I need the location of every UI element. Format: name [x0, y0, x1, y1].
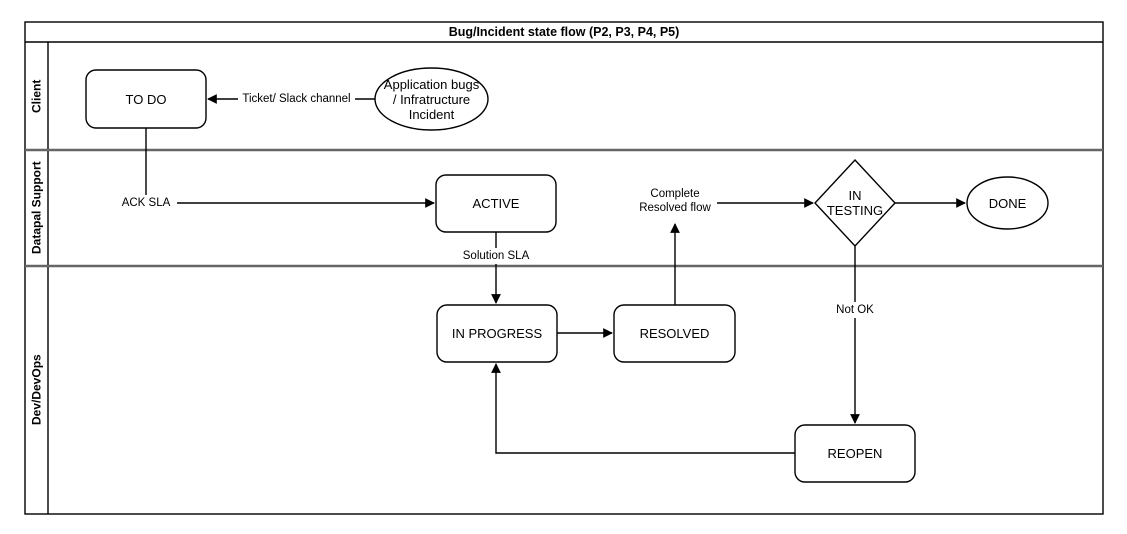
- node-trigger-shape[interactable]: [374, 67, 489, 131]
- edge-reopen-to-inprogress: [491, 363, 795, 454]
- node-in-testing-shape[interactable]: [814, 158, 896, 248]
- node-resolved-shape[interactable]: [613, 304, 736, 363]
- edge-todo-to-active: [145, 128, 435, 208]
- node-todo-shape[interactable]: [85, 69, 207, 129]
- node-reopen-shape[interactable]: [794, 424, 916, 483]
- node-active-shape[interactable]: [435, 174, 557, 233]
- node-in-progress-shape[interactable]: [436, 304, 558, 363]
- pool-frame: [24, 21, 1104, 515]
- edge-resolved-to-intesting: [670, 198, 814, 305]
- lane-dividers: [25, 148, 1103, 268]
- node-done-shape[interactable]: [966, 176, 1049, 230]
